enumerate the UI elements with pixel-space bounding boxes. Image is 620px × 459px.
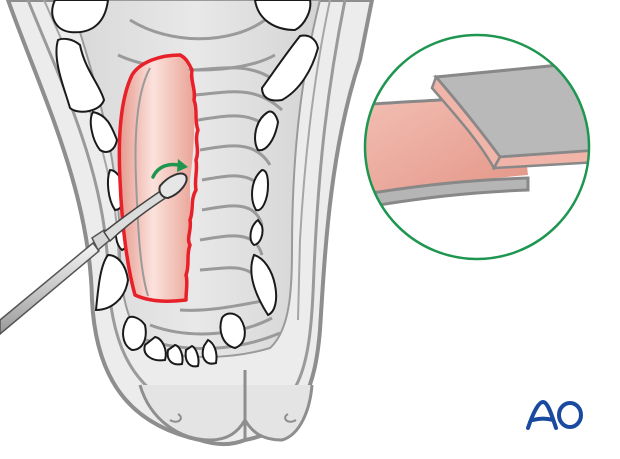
ao-logo (526, 400, 583, 430)
rotation-arrow-icon (151, 159, 188, 179)
periosteal-elevator (0, 172, 188, 335)
palatal-flap (117, 53, 200, 303)
inset-detail (363, 33, 591, 261)
